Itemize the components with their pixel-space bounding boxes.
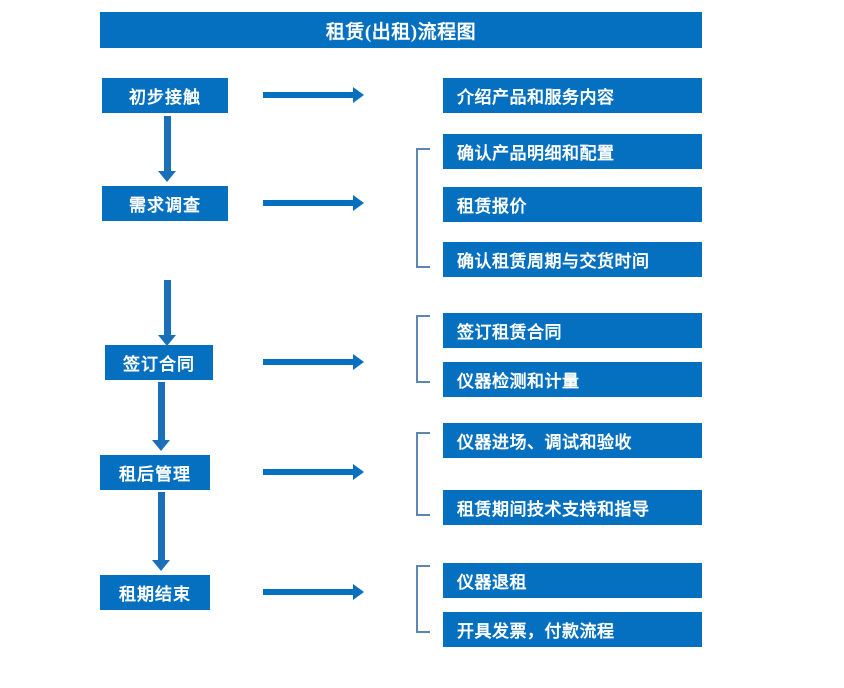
flow-arrow-right-3 bbox=[263, 354, 364, 370]
detail-label: 开具发票，付款流程 bbox=[457, 622, 615, 641]
flow-arrow-right-5 bbox=[263, 584, 364, 600]
group-bracket-demand-survey bbox=[416, 148, 430, 268]
arrow-head-down-icon bbox=[158, 335, 176, 346]
detail-label: 仪器检测和计量 bbox=[457, 372, 580, 391]
detail-box-instrument-return[interactable]: 仪器退租 bbox=[443, 563, 702, 598]
detail-label: 确认产品明细和配置 bbox=[457, 144, 615, 163]
stage-label: 初步接触 bbox=[129, 88, 201, 107]
arrow-head-down-icon bbox=[152, 440, 170, 451]
diagram-title: 租赁(出租)流程图 bbox=[100, 12, 702, 48]
group-bracket-post-rental bbox=[416, 432, 430, 516]
arrow-shaft bbox=[263, 92, 353, 98]
flow-arrow-down-3 bbox=[152, 382, 170, 452]
detail-box-sign-rental-contract[interactable]: 签订租赁合同 bbox=[443, 313, 702, 348]
arrow-shaft bbox=[164, 280, 171, 335]
group-bracket-lease-end bbox=[416, 565, 430, 633]
arrow-shaft bbox=[263, 469, 353, 475]
flow-arrow-down-4 bbox=[152, 492, 170, 572]
detail-box-introduce-products[interactable]: 介绍产品和服务内容 bbox=[443, 78, 702, 113]
detail-label: 确认租赁周期与交货时间 bbox=[457, 252, 650, 271]
detail-box-confirm-product-spec[interactable]: 确认产品明细和配置 bbox=[443, 134, 702, 169]
detail-label: 仪器进场、调试和验收 bbox=[457, 433, 632, 452]
detail-label: 介绍产品和服务内容 bbox=[457, 88, 615, 107]
arrow-head-right-icon bbox=[353, 464, 364, 480]
stage-box-initial-contact[interactable]: 初步接触 bbox=[102, 78, 228, 113]
arrow-shaft bbox=[164, 116, 171, 171]
stage-label: 需求调查 bbox=[129, 196, 201, 215]
detail-box-technical-support[interactable]: 租赁期间技术支持和指导 bbox=[443, 490, 702, 525]
arrow-head-right-icon bbox=[353, 195, 364, 211]
detail-box-confirm-period-delivery[interactable]: 确认租赁周期与交货时间 bbox=[443, 242, 702, 277]
stage-box-sign-contract[interactable]: 签订合同 bbox=[105, 345, 213, 380]
stage-label: 租后管理 bbox=[119, 465, 191, 484]
detail-box-rental-quotation[interactable]: 租赁报价 bbox=[443, 187, 702, 222]
arrow-shaft bbox=[263, 589, 353, 595]
flow-arrow-down-2 bbox=[158, 280, 176, 346]
flow-arrow-right-1 bbox=[263, 87, 364, 103]
arrow-head-right-icon bbox=[353, 87, 364, 103]
flow-arrow-right-2 bbox=[263, 195, 364, 211]
detail-box-instrument-entry-commissioning[interactable]: 仪器进场、调试和验收 bbox=[443, 423, 702, 458]
stage-box-demand-survey[interactable]: 需求调查 bbox=[102, 186, 228, 221]
arrow-head-right-icon bbox=[353, 584, 364, 600]
arrow-head-down-icon bbox=[152, 560, 170, 571]
arrow-head-right-icon bbox=[353, 354, 364, 370]
arrow-shaft bbox=[158, 382, 165, 440]
stage-box-post-rental-management[interactable]: 租后管理 bbox=[100, 455, 210, 490]
stage-label: 签订合同 bbox=[123, 355, 195, 374]
arrow-shaft bbox=[158, 492, 165, 560]
detail-label: 租赁期间技术支持和指导 bbox=[457, 500, 650, 519]
detail-label: 租赁报价 bbox=[457, 197, 527, 216]
detail-box-instrument-inspection[interactable]: 仪器检测和计量 bbox=[443, 362, 702, 397]
detail-label: 签订租赁合同 bbox=[457, 323, 562, 342]
group-bracket-contract bbox=[416, 315, 430, 383]
stage-box-lease-end[interactable]: 租期结束 bbox=[100, 575, 210, 610]
detail-label: 仪器退租 bbox=[457, 573, 527, 592]
arrow-shaft bbox=[263, 200, 353, 206]
detail-box-invoice-payment[interactable]: 开具发票，付款流程 bbox=[443, 612, 702, 647]
flow-arrow-right-4 bbox=[263, 464, 364, 480]
flow-arrow-down-1 bbox=[158, 116, 176, 182]
arrow-shaft bbox=[263, 359, 353, 365]
stage-label: 租期结束 bbox=[119, 585, 191, 604]
arrow-head-down-icon bbox=[158, 171, 176, 182]
